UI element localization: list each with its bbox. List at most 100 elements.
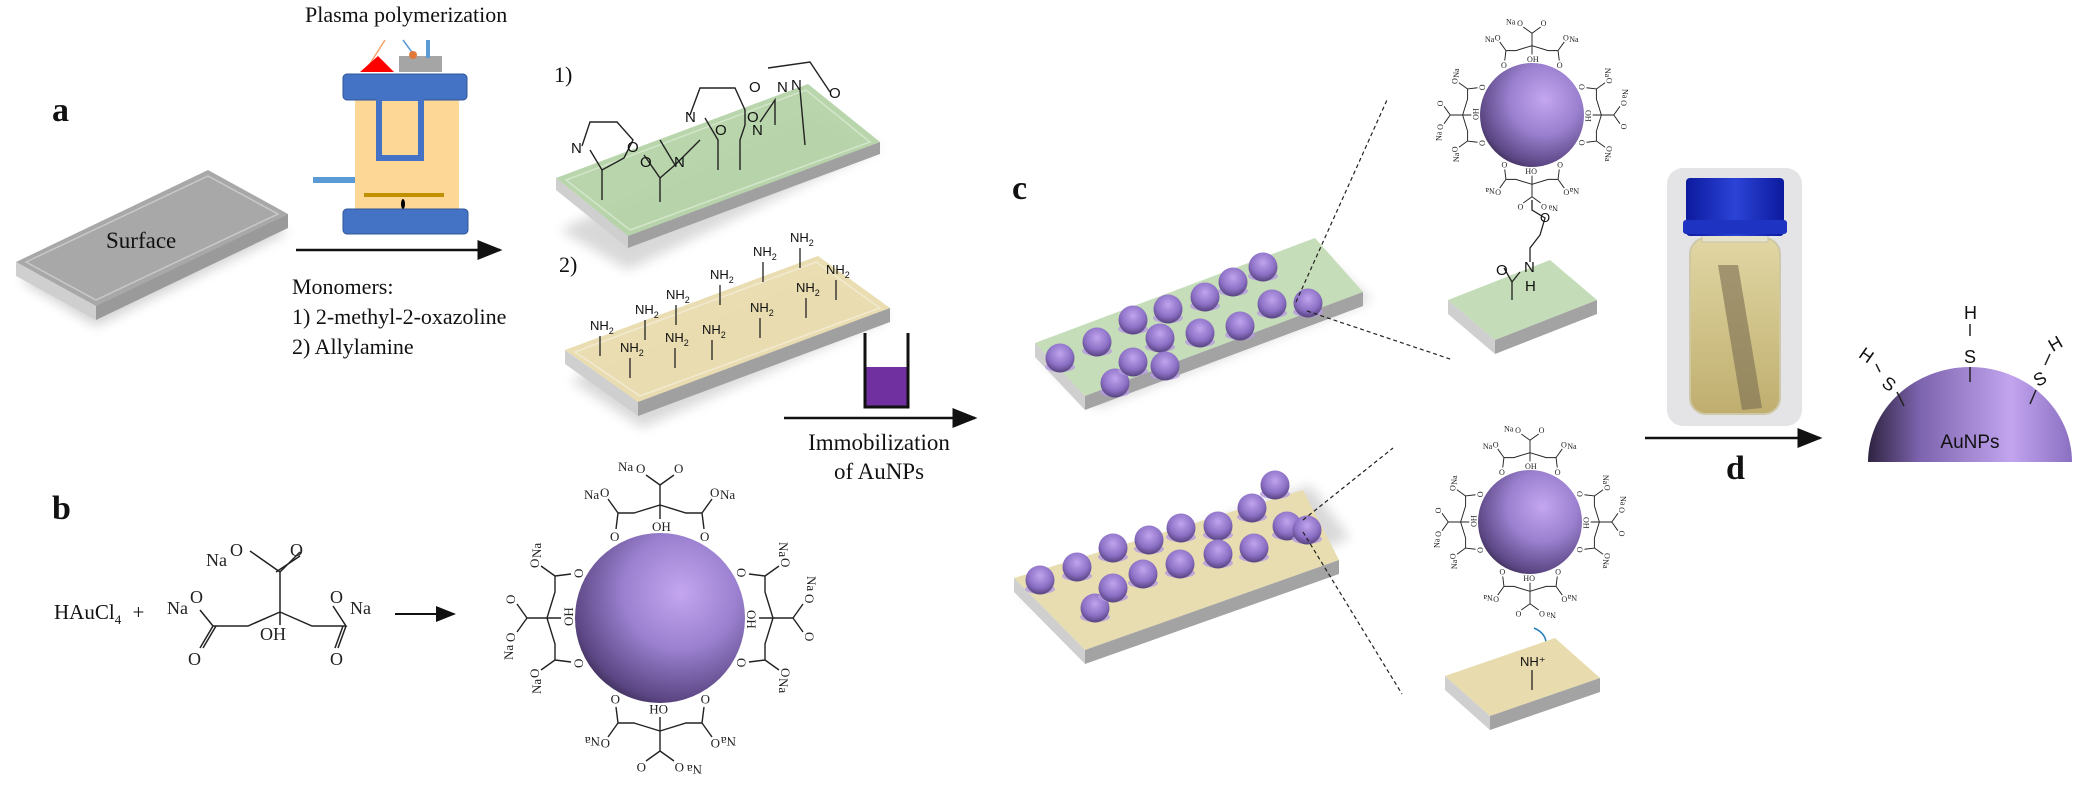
citrate-na: Na [1483, 593, 1493, 602]
linker-amide-h: H [1525, 278, 1536, 295]
aunp-bead [1239, 533, 1269, 563]
linker-amide-o: O [1496, 262, 1508, 279]
amine-group: NH2 [753, 244, 777, 282]
citrate-o-minus: O [1495, 187, 1501, 196]
citrate-na: Na [1485, 186, 1495, 195]
citrate-oh: OH [1523, 573, 1535, 582]
citrate-o: O [1541, 19, 1547, 28]
citrate-na: Na [1603, 68, 1612, 78]
citrate-o-minus: O [711, 736, 720, 751]
amine-nh: NH2 [635, 302, 659, 320]
thiol-h-right: H [2045, 332, 2066, 356]
amine-nh: NH2 [790, 230, 814, 248]
citrate-na: Na [721, 734, 736, 749]
monomer-item: 2) Allylamine [292, 334, 414, 359]
citrate-o-minus-right: O [330, 587, 343, 607]
amine-group: NH2 [666, 287, 690, 325]
citrate-na: Na [720, 487, 735, 502]
citrate-o-minus: O [1451, 78, 1460, 84]
citrate-o: O [1476, 547, 1485, 553]
linker-ester-o: O [1540, 210, 1550, 225]
amine-group: NH2 [665, 330, 689, 368]
citrate-labels: Na O O Na O O OH O Na O [167, 540, 371, 669]
immobilization-line-2: of AuNPs [833, 459, 925, 484]
citrate-o: O [1575, 491, 1584, 497]
citrate-o: O [1436, 100, 1445, 106]
aunp-bead [1080, 593, 1110, 623]
citrate-na: Na [529, 679, 544, 694]
ester-amide-linker [1503, 200, 1546, 300]
oxazoline-n-atom: N [571, 140, 582, 157]
citrate-o: O [1499, 468, 1505, 477]
aunp-bead [1203, 539, 1233, 569]
citrate-na: Na [1548, 203, 1558, 212]
aunp-beads [1025, 252, 1323, 623]
citrate-na: Na [776, 542, 791, 557]
aunp-bead [1082, 327, 1112, 357]
citrate-o: O [571, 659, 586, 668]
aunp-bead [1260, 470, 1290, 500]
reactant-haucl4: HAuCl4 + [54, 600, 144, 628]
amide-n-atom: N [674, 154, 685, 171]
citrate-na: Na [1504, 425, 1514, 434]
poxa-atom-labels: N O O N N O O N O N N O [571, 77, 841, 171]
amine-group: NH2 [590, 318, 614, 356]
panel-label-c: c [1012, 170, 1028, 207]
gold-nanoparticle [575, 533, 745, 703]
citrate-na: Na [618, 459, 633, 474]
citrate-o-minus: O [1602, 553, 1611, 559]
plus-sign: + [132, 600, 145, 624]
plasma-polymerization-title: Plasma polymerization [305, 2, 508, 27]
citrate-na: Na [1569, 35, 1579, 44]
poxa-coated-slab [556, 84, 880, 270]
oxazoline-o-atom-2: O [747, 109, 759, 126]
aunp-bead [1185, 318, 1215, 348]
citrate-o: O [1557, 160, 1563, 169]
poxa-chemical-structure [581, 61, 831, 202]
zoom-guide-lines [1295, 99, 1454, 695]
thiol-s-center: S [1964, 347, 1976, 367]
aunp-bead [1257, 289, 1287, 319]
citrate-na: Na [1618, 496, 1627, 506]
citrate-o-top: O [290, 540, 303, 560]
ppaa-coated-slab [565, 256, 890, 428]
citrate-o-minus: O [1517, 19, 1523, 28]
citrate-na: Na [1433, 538, 1442, 548]
citrate-o: O [1501, 61, 1507, 70]
aunp-bead [1190, 282, 1220, 312]
citrate-o-minus: O [1493, 441, 1499, 450]
citrate-na: Na [1450, 559, 1459, 569]
thiol-s-left: S [1878, 372, 1899, 395]
citrate-o-minus: O [1449, 485, 1458, 491]
pressure-gauge-icon [399, 56, 442, 72]
monomer-list: Monomers: 1) 2-methyl-2-oxazoline 2) All… [292, 272, 506, 362]
citrate-o-minus: O [778, 668, 793, 677]
aunp-bead [1098, 533, 1128, 563]
citrate-o-minus: O [1561, 441, 1567, 450]
citrate-na: Na [1452, 68, 1461, 78]
citrate-o-minus: O [778, 558, 793, 567]
citrate-o: O [700, 529, 709, 544]
citrate-na: Na [776, 678, 791, 693]
citrate-o-minus: O [1604, 146, 1613, 152]
aunps-hemisphere-label: AuNPs [1940, 432, 1999, 453]
oxazoline-o-atom: O [627, 139, 639, 156]
thiol-s-right: S [2030, 367, 2050, 390]
aunp-bead [1062, 552, 1092, 582]
amine-group: NH2 [750, 300, 774, 338]
citrate-na: Na [1506, 18, 1516, 27]
amide-n-atom-3: N [777, 79, 788, 96]
immobilization-line-1: Immobilization [808, 430, 950, 455]
citrate-o-minus: O [1515, 426, 1521, 435]
citrate-oh: OH [744, 610, 759, 629]
citrate-o-minus-top: O [230, 540, 243, 560]
citrate-o: O [701, 692, 710, 707]
citrate-o: O [1476, 491, 1485, 497]
amine-nh: NH2 [796, 280, 820, 298]
citrate-na: Na [1567, 593, 1577, 602]
gold-nanoparticle [1478, 470, 1582, 574]
